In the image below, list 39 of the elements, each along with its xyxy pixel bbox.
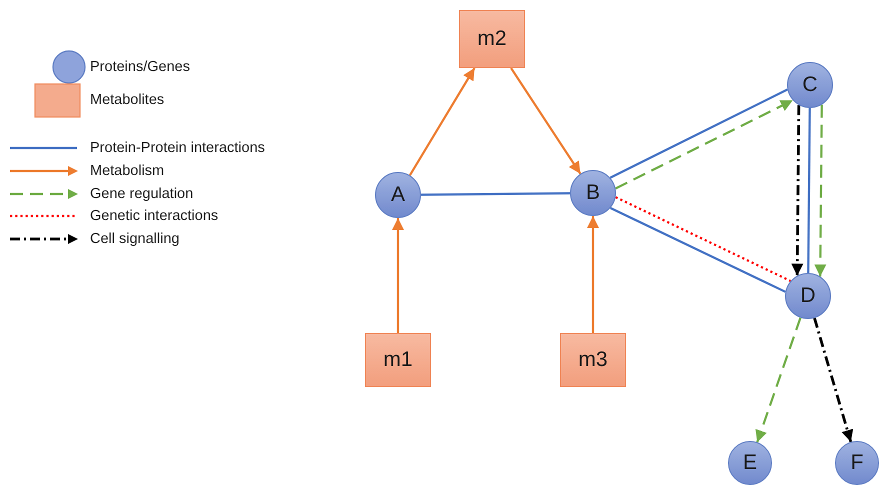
connector-line (807, 108, 811, 273)
connector-line (610, 207, 786, 293)
connector-line (420, 192, 570, 196)
connector-line (615, 99, 794, 190)
connector-line (615, 196, 792, 282)
protein-node (835, 441, 879, 485)
legend-label: Metabolism (90, 163, 164, 179)
legend-label: Genetic interactions (90, 208, 218, 224)
protein-node (375, 172, 421, 218)
node-label: A (390, 183, 405, 207)
connector-line (392, 218, 404, 333)
connector-line (814, 104, 826, 276)
connector-line (791, 105, 804, 276)
legend-label: Cell signalling (90, 231, 180, 247)
protein-node (728, 441, 772, 485)
protein-node (785, 273, 831, 319)
protein-node (787, 62, 833, 108)
legend-label: Gene regulation (90, 186, 194, 202)
metabolite-node (560, 333, 626, 387)
connector-line (408, 67, 476, 176)
protein-node (570, 170, 616, 216)
legend-label: Proteins/Genes (90, 59, 190, 75)
connector-line (610, 88, 788, 179)
node-label: C (802, 73, 818, 97)
connector-line (510, 67, 582, 174)
legend-label: Protein-Protein interactions (90, 140, 265, 156)
node-label: D (800, 284, 816, 308)
node-label: m2 (477, 27, 507, 51)
connector-line (813, 318, 854, 442)
node-label: F (850, 451, 864, 475)
node-label: E (742, 451, 757, 475)
node-label: m3 (578, 348, 608, 372)
node-label: m1 (383, 348, 413, 372)
metabolite-node (459, 10, 525, 68)
metabolite-node (365, 333, 431, 387)
connector-line (587, 216, 599, 333)
connector-line (755, 317, 802, 443)
node-label: B (586, 181, 600, 205)
legend-label: Metabolites (90, 92, 164, 108)
